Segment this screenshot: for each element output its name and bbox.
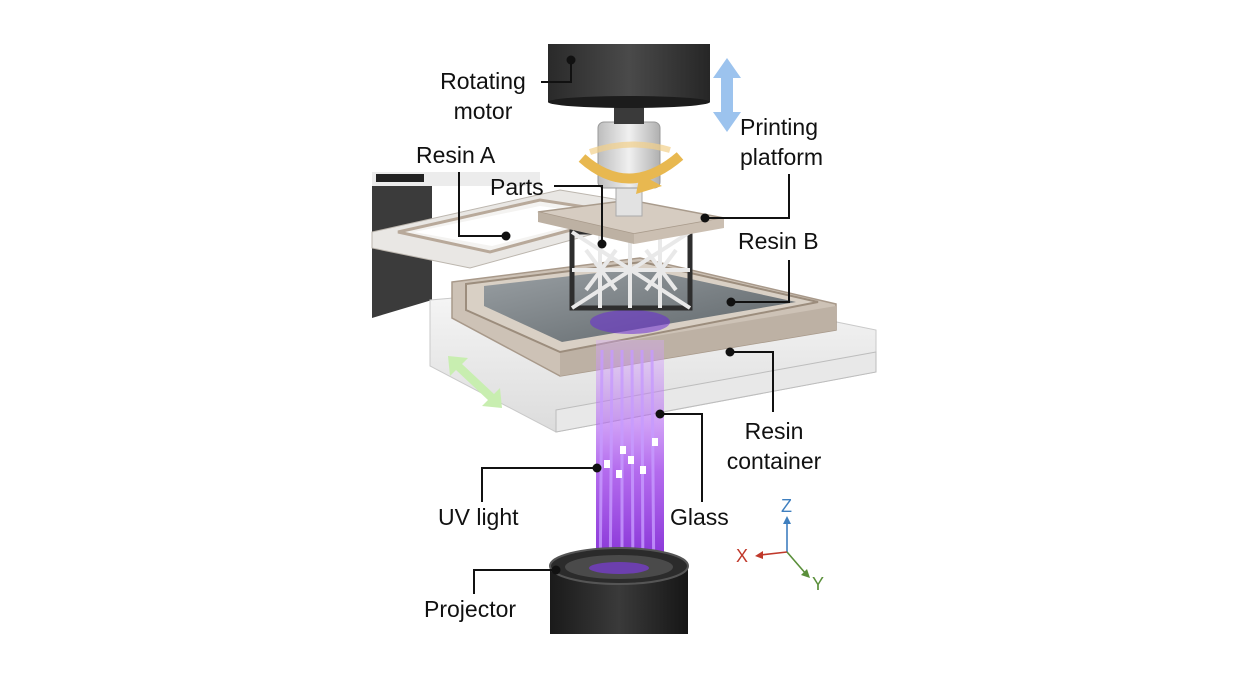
resin-b-label: Resin B [738, 228, 819, 254]
rotating-motor-label-line1: Rotating [440, 68, 526, 94]
axis-triad [755, 516, 810, 578]
rotation-arrow [578, 141, 684, 194]
glass-label: Glass [670, 504, 729, 530]
projector [549, 547, 689, 634]
printing-platform-label-line1: Printing [740, 114, 818, 140]
leader-dots [501, 55, 736, 575]
resin-a-label: Resin A [416, 142, 496, 168]
x-axis-label: X [736, 546, 749, 566]
rotating-motor-label-line2: motor [453, 98, 513, 124]
y-axis-label: Y [812, 574, 825, 594]
motor-assembly [548, 44, 710, 217]
rotating-motor-label: Rotating motor [428, 66, 538, 126]
resin-container-label-line1: Resin [744, 418, 804, 444]
uv-light-label: UV light [438, 504, 519, 530]
resin-container-label: Resin container [716, 416, 832, 476]
projector-label: Projector [424, 596, 517, 622]
printing-platform-label-line2: platform [740, 144, 824, 170]
horizontal-arrow [448, 356, 502, 408]
vertical-arrow [713, 58, 741, 132]
z-axis-label: Z [781, 496, 792, 516]
resin-container-label-line2: container [726, 448, 822, 474]
printing-platform-label: Printing platform [740, 112, 823, 172]
parts-label: Parts [490, 174, 544, 200]
leader-lines [458, 60, 790, 594]
printing-platform [537, 199, 725, 244]
lattice-parts [569, 229, 693, 311]
